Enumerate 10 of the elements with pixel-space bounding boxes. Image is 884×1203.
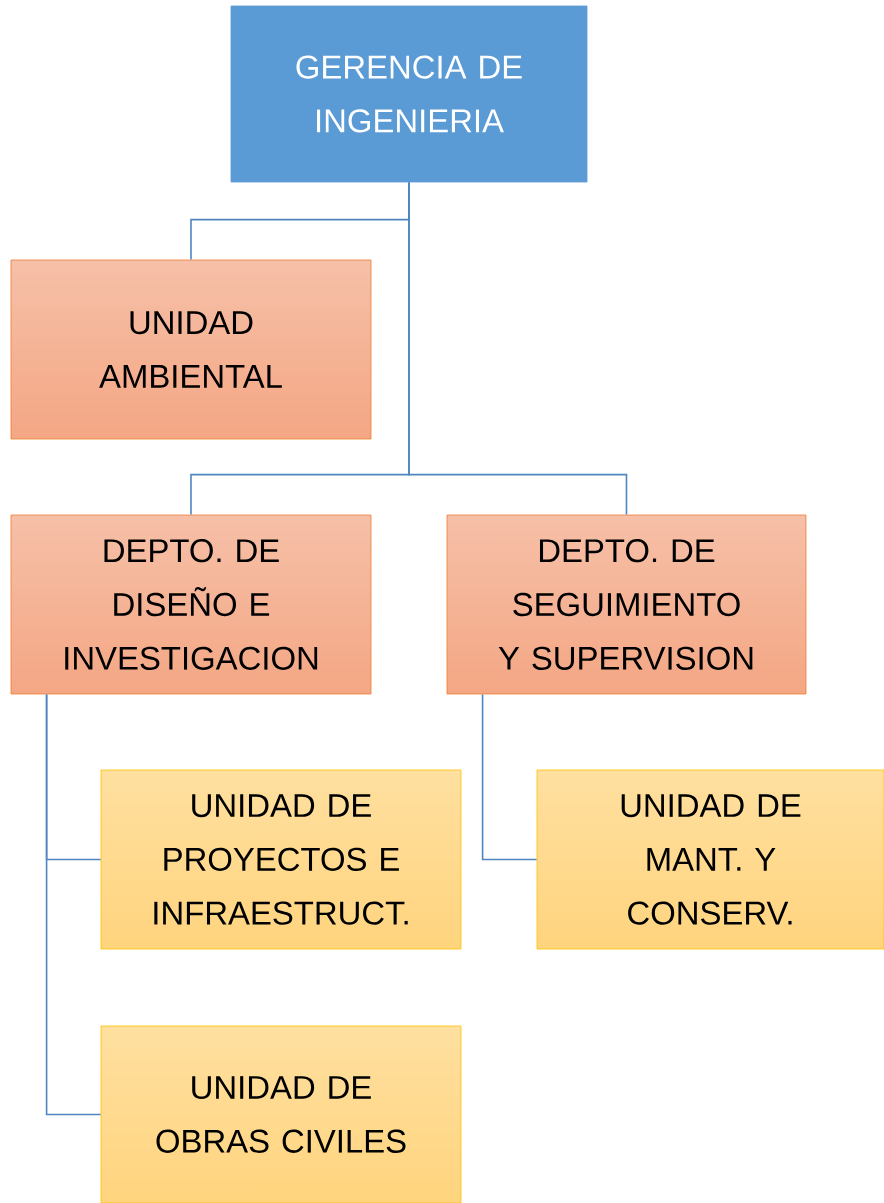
connector-line (481, 693, 538, 861)
unit-box: UNIDAD DE OBRAS CIVILES (100, 1025, 462, 1203)
unit-box: UNIDAD DE MANT. Y CONSERV. (536, 769, 884, 950)
connector-line (408, 181, 628, 516)
connector-line (45, 693, 102, 1116)
head-box: GERENCIA DE INGENIERIA (230, 5, 588, 183)
department-box: UNIDAD AMBIENTAL (10, 259, 372, 440)
department-box: DEPTO. DE SEGUIMIENTO Y SUPERVISION (446, 514, 807, 695)
unit-box: UNIDAD DE PROYECTOS E INFRAESTRUCT. (100, 769, 462, 950)
department-box: DEPTO. DE DISEÑO E INVESTIGACION (10, 514, 372, 695)
